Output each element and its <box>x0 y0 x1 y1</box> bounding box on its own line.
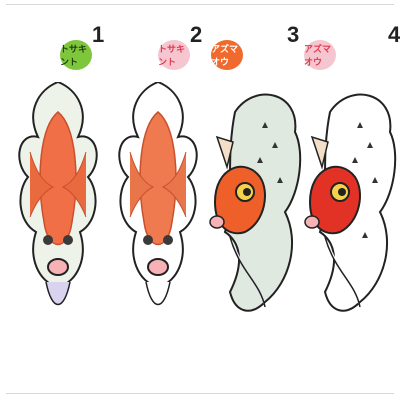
goldeen-sprite-2 <box>118 82 198 305</box>
name-badge-1: トサキント <box>60 40 92 70</box>
panel-number: 4 <box>388 22 400 47</box>
body <box>139 111 177 245</box>
side-fin-left <box>129 151 155 218</box>
panel-number: 3 <box>287 22 300 47</box>
name-badge-3: アズマオウ <box>211 40 243 70</box>
panel-number: 1 <box>92 22 105 47</box>
panel-1: トサキント 1 <box>8 22 108 352</box>
horn <box>310 135 329 170</box>
panel-2: トサキント 2 <box>108 22 208 352</box>
name-badge-label: トサキント <box>158 45 186 68</box>
seaking-sprite-4 <box>304 93 397 312</box>
goldeen-sprite-1 <box>18 82 98 305</box>
panel-3: アズマオウ 3 <box>205 22 305 352</box>
pupil <box>338 188 346 196</box>
mouth <box>47 258 69 276</box>
side-fin-left <box>29 151 55 218</box>
eye-left <box>43 235 53 245</box>
eye-right <box>63 235 73 245</box>
name-badge-label: トサキント <box>60 45 88 68</box>
name-badge-4: アズマオウ <box>304 40 336 70</box>
side-fin-right <box>161 151 187 218</box>
eye-left <box>143 235 153 245</box>
side-fin-right <box>61 151 87 218</box>
mouth <box>304 215 320 229</box>
name-badge-label: アズマオウ <box>304 45 332 68</box>
horn <box>215 135 234 170</box>
top-border-line <box>6 4 394 5</box>
name-badge-label: アズマオウ <box>211 45 239 68</box>
bottom-border-line <box>6 393 394 394</box>
pupil <box>243 188 251 196</box>
mouth <box>209 215 225 229</box>
lower-fin <box>324 236 361 308</box>
eye-right <box>163 235 173 245</box>
mouth <box>147 258 169 276</box>
name-badge-2: トサキント <box>158 40 190 70</box>
body <box>39 111 77 245</box>
lower-fin <box>229 236 266 308</box>
seaking-sprite-3 <box>209 93 302 312</box>
belly <box>45 281 71 305</box>
panel-number: 2 <box>190 22 203 47</box>
panel-4: アズマオウ 4 <box>300 22 400 352</box>
belly <box>145 281 171 305</box>
